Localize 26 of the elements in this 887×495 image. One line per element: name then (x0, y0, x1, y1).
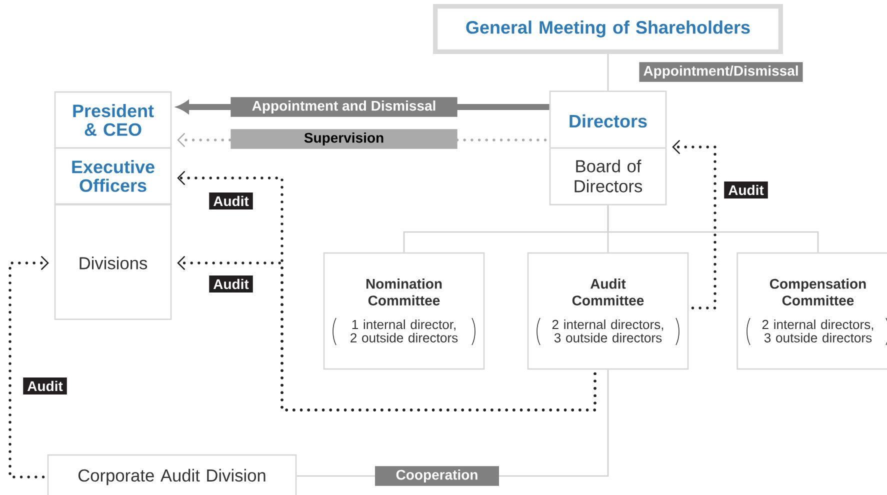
node-title: Compensation Committee (770, 278, 866, 306)
node-label: Divisions (80, 256, 148, 270)
edge-label: Appointment/Dismissal (639, 62, 803, 82)
arrow (8, 256, 49, 478)
node-title: Directors (570, 114, 647, 128)
node-label: Corporate Audit Division (78, 468, 266, 486)
connector-line (607, 54, 609, 91)
node-label: Board of Directors (574, 160, 642, 192)
edge-label: Audit (23, 378, 67, 394)
edge-label: Supervision (230, 129, 458, 149)
edge-label: Audit (724, 182, 768, 198)
arrow (672, 140, 716, 310)
connector-line (607, 205, 819, 252)
edge-label: Cooperation (375, 466, 499, 486)
node-title: Nomination Committee (366, 278, 442, 306)
arrow (177, 256, 596, 412)
node-title: Audit Committee (572, 278, 644, 306)
node-title: Executive Officers (72, 160, 154, 192)
node-title: President & CEO (73, 104, 154, 136)
node-title: General Meeting of Shareholders (466, 20, 750, 38)
edge-label: Appointment and Dismissal (230, 97, 458, 117)
member-note: 1 internal director, 2 outside directors (350, 320, 458, 342)
edge-label: Audit (209, 192, 253, 210)
member-note: 2 internal directors, 3 outside directors (552, 320, 664, 342)
edge-label: Audit (209, 276, 253, 292)
member-note: 2 internal directors, 3 outside directors (762, 320, 874, 342)
